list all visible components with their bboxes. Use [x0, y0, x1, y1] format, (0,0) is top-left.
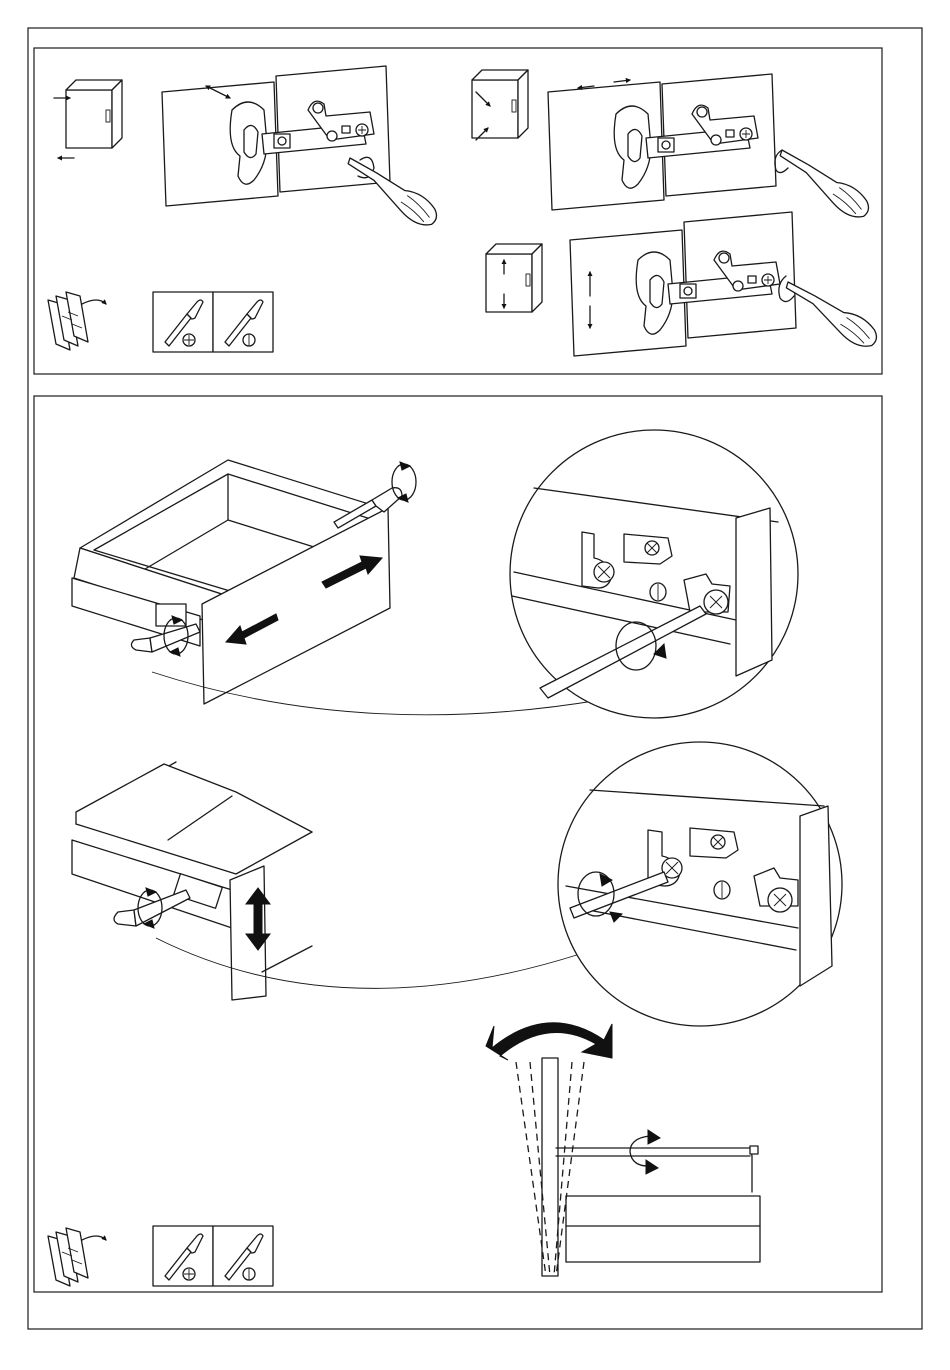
hinge-step-side [472, 70, 878, 220]
front-tilt-arrow-icon [486, 1023, 612, 1060]
drawer-step-tilt [486, 1023, 760, 1276]
drawer-front-upright [542, 1058, 558, 1276]
drawer-step-height [72, 742, 842, 1026]
hinge-step-height [486, 212, 885, 356]
drawer-adjustment-panel [34, 396, 882, 1292]
tool-icons [153, 1226, 273, 1286]
cabinet-height-arrows-icon [486, 244, 542, 312]
cabinet-depth-arrows-icon [54, 80, 122, 158]
cabinet-side-arrows-icon [472, 70, 528, 140]
hinge-adjustment-panel [34, 48, 885, 374]
tool-icons [153, 292, 273, 352]
zoom-detail-height [558, 742, 842, 1026]
drawer-step-side [72, 430, 798, 718]
manual-icon [48, 292, 106, 350]
manual-icon [48, 1228, 106, 1286]
adjustment-bracket [156, 604, 186, 626]
screwdriver [769, 150, 877, 220]
zoom-detail-side [510, 430, 798, 718]
hinge-step-depth [54, 66, 446, 228]
